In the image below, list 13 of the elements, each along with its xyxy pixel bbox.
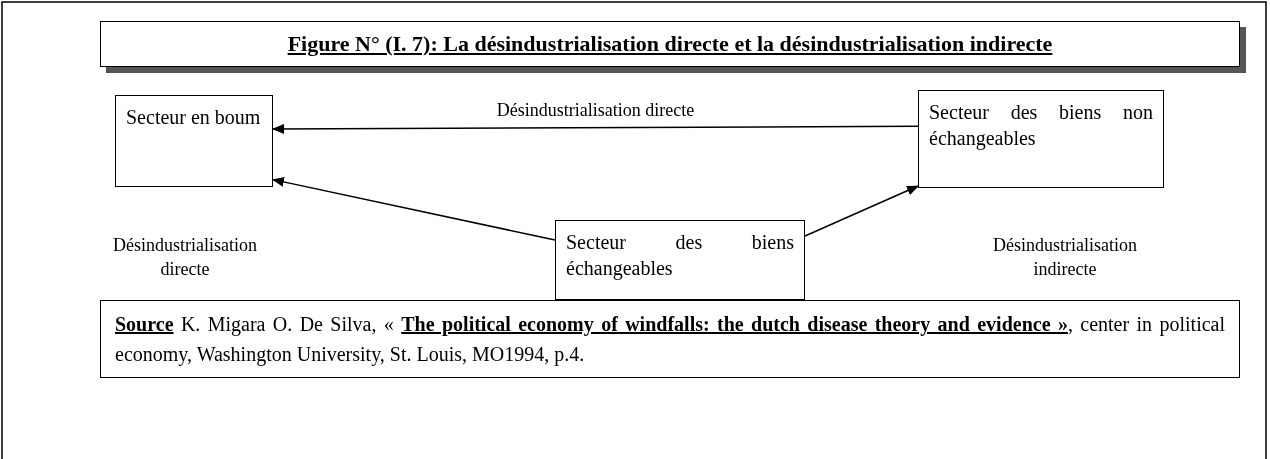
effect-label: Désindustrialisation indirecte: [992, 234, 1138, 281]
sector-name: Secteur des biens échangeables: [566, 230, 794, 281]
sector-name: Secteur des biens non échangeables: [929, 100, 1153, 151]
sector-box: [918, 90, 1164, 188]
sector-name: Secteur en boum: [126, 105, 262, 130]
figure-title: Figure N° (I. 7): La désindustrialisation directe et la désindustrialisation indirecte: [287, 31, 1053, 57]
arrow: [272, 177, 556, 241]
arrow: [804, 185, 919, 237]
source-citation: Source K. Migara O. De Silva, « The political economy of windfalls: the dutch disease theory and evidence », center in political economy, Washington University, St. Louis, MO1994, p.4.: [115, 313, 1225, 365]
sector-box: [555, 220, 805, 300]
effect-label: Désindustrialisation directe: [112, 234, 258, 281]
arrow: [272, 124, 919, 134]
sector-box: [115, 95, 273, 187]
